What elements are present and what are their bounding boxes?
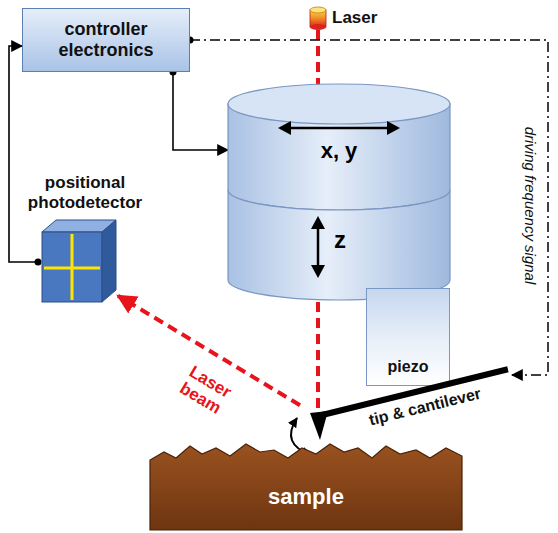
piezo-block: piezo xyxy=(366,288,450,386)
label-holder: Laser xyxy=(332,8,377,28)
axis-label: x, y xyxy=(228,138,450,164)
connector xyxy=(173,72,228,150)
svg-shape xyxy=(228,190,450,300)
laser-base xyxy=(310,24,326,30)
svg-shape xyxy=(387,121,400,135)
svg-shape xyxy=(310,411,328,440)
svg-shape xyxy=(44,267,100,270)
sample-label: sample xyxy=(150,484,462,510)
piezo-label: piezo xyxy=(388,358,429,376)
svg-shape xyxy=(311,265,325,278)
controller-label: controller electronics xyxy=(27,19,185,60)
scanner-xy-cylinder: x, y xyxy=(228,84,450,210)
connector xyxy=(9,46,38,262)
edge-label-holder: Laser beam xyxy=(175,372,235,409)
svg-shape xyxy=(278,121,291,135)
scanner-z-cylinder: z xyxy=(228,170,450,300)
edge-label: driving frequency signal xyxy=(522,124,539,286)
svg-shape xyxy=(102,220,116,302)
svg-shape xyxy=(317,226,320,268)
photodetector-heading: positional photodetector xyxy=(15,173,155,212)
edge-label: Laser beam xyxy=(170,359,241,422)
sample-block: sample xyxy=(150,438,462,530)
laser-cap xyxy=(310,7,326,13)
photodetector: positional photodetector xyxy=(38,218,118,304)
svg-shape xyxy=(42,232,102,302)
svg-shape xyxy=(311,216,325,229)
svg-shape xyxy=(150,444,462,530)
svg-shape xyxy=(228,84,450,124)
svg-shape xyxy=(288,127,390,130)
photodetector-shape xyxy=(38,218,118,304)
controller-box: controller electronics xyxy=(22,8,190,72)
axis-label: z xyxy=(334,226,364,254)
edge-label-holder: driving frequency signal xyxy=(450,197,558,214)
part-label: Laser xyxy=(332,8,377,28)
junction-dot xyxy=(35,259,42,266)
